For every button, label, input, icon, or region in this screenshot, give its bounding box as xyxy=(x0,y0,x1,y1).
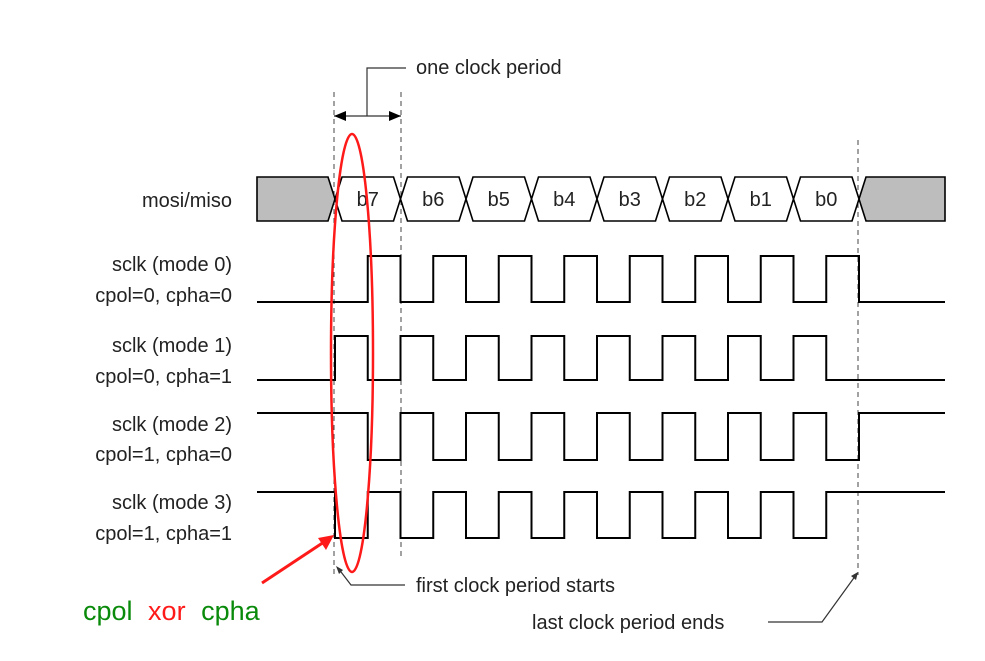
clock-mode2-waveform xyxy=(257,412,945,461)
highlight-ellipse xyxy=(329,132,375,574)
bus-bit-label: b2 xyxy=(684,189,706,211)
highlight-arrow xyxy=(261,535,334,585)
clock-labels: sclk (mode 0) cpol=0, cpha=0 sclk (mode … xyxy=(95,254,232,545)
clock-mode1-params: cpol=0, cpha=1 xyxy=(95,366,232,388)
clock-mode0-label: sclk (mode 0) xyxy=(112,254,232,276)
bus-idle-left xyxy=(256,176,336,222)
clock-mode1-label: sclk (mode 1) xyxy=(112,335,232,357)
clock-period-dimension: one clock period xyxy=(334,57,562,121)
cpol-xor-cpha-caption: cpol xor cpha xyxy=(83,596,261,626)
clock-mode2-params: cpol=1, cpha=0 xyxy=(95,444,232,466)
clock-mode3-params: cpol=1, cpha=1 xyxy=(95,523,232,545)
bus-bit-cell xyxy=(792,176,860,222)
bus-bit-label: b0 xyxy=(815,189,837,211)
bus-bit-label: b3 xyxy=(619,189,641,211)
clock-waveforms xyxy=(257,255,945,539)
clock-mode3-label: sclk (mode 3) xyxy=(112,492,232,514)
bus-label: mosi/miso xyxy=(142,190,232,212)
clock-mode0-params: cpol=0, cpha=0 xyxy=(95,285,232,307)
clock-mode1-waveform xyxy=(257,335,945,381)
caption-cpol: cpol xyxy=(83,596,133,626)
first-period-label: first clock period starts xyxy=(416,575,615,597)
bus-bit-label: b6 xyxy=(422,189,444,211)
bus-bit-label: b5 xyxy=(488,189,510,211)
last-period-label: last clock period ends xyxy=(532,612,724,634)
caption-cpha: cpha xyxy=(201,596,261,626)
clock-mode0-waveform xyxy=(257,255,945,303)
bus-idle-right xyxy=(858,176,946,222)
one-clock-period-label: one clock period xyxy=(416,57,562,79)
first-period-annotation: first clock period starts xyxy=(336,566,615,597)
last-period-annotation: last clock period ends xyxy=(532,572,858,634)
caption-xor: xor xyxy=(148,596,186,626)
bus-bit-label: b4 xyxy=(553,189,575,211)
bus-bit-label: b1 xyxy=(750,189,772,211)
clock-mode2-label: sclk (mode 2) xyxy=(112,414,232,436)
clock-mode3-waveform xyxy=(257,491,945,539)
